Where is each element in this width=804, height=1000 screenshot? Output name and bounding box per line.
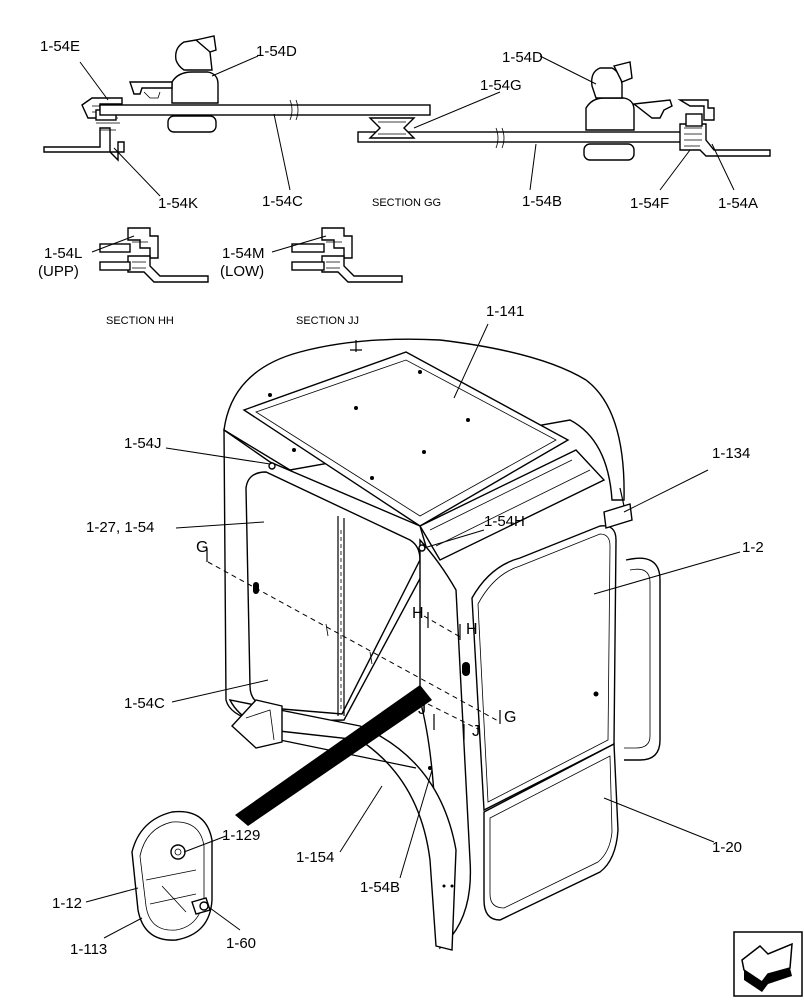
cut-marker-g-right: G xyxy=(504,709,516,726)
label-1-113: 1-113 xyxy=(70,941,107,958)
label-1-54j: 1-54J xyxy=(124,435,162,452)
label-1-54l: 1-54L xyxy=(44,245,82,262)
label-1-154: 1-154 xyxy=(296,849,334,866)
label-upp: (UPP) xyxy=(38,263,79,280)
label-1-20: 1-20 xyxy=(712,839,742,856)
cut-marker-j-right: J xyxy=(472,723,480,740)
label-1-54a: 1-54A xyxy=(718,195,758,212)
cut-marker-g-left: G xyxy=(196,539,208,556)
section-gg-drawing xyxy=(43,35,771,162)
label-1-54d-right: 1-54D xyxy=(502,49,543,66)
section-hh-drawing xyxy=(99,227,209,283)
section-jj-drawing xyxy=(291,227,403,283)
label-1-54b-top: 1-54B xyxy=(522,193,562,210)
label-1-141: 1-141 xyxy=(486,303,524,320)
navigation-arrow-icon[interactable] xyxy=(733,931,803,997)
label-1-2: 1-2 xyxy=(742,539,764,556)
leader-lines xyxy=(79,55,741,939)
label-1-54c-top: 1-54C xyxy=(262,193,303,210)
section-gg-title: SECTION GG xyxy=(372,197,441,209)
label-1-54k: 1-54K xyxy=(158,195,198,212)
part-labels: 1-54E 1-54D 1-54G 1-54D 1-54K 1-54C 1-54… xyxy=(38,38,764,958)
label-1-54e: 1-54E xyxy=(40,38,80,55)
mirror-detail xyxy=(131,685,432,941)
label-1-54f: 1-54F xyxy=(630,195,669,212)
label-1-27-1-54: 1-27, 1-54 xyxy=(86,519,154,536)
cut-marker-j-left: J xyxy=(418,701,426,718)
label-1-60: 1-60 xyxy=(226,935,256,952)
label-1-54c-main: 1-54C xyxy=(124,695,165,712)
label-1-129: 1-129 xyxy=(222,827,260,844)
label-1-54g: 1-54G xyxy=(480,77,522,94)
cab-body-drawing xyxy=(223,338,661,951)
cut-marker-h-left: H xyxy=(412,605,424,622)
section-jj-title: SECTION JJ xyxy=(296,315,359,327)
cut-lines xyxy=(206,548,501,740)
section-hh-title: SECTION HH xyxy=(106,315,174,327)
cut-markers: G G H H J J xyxy=(196,539,516,740)
label-1-12: 1-12 xyxy=(52,895,82,912)
section-titles: SECTION GG SECTION HH SECTION JJ xyxy=(106,197,441,327)
label-1-54m: 1-54M xyxy=(222,245,265,262)
label-1-54b-main: 1-54B xyxy=(360,879,400,896)
label-1-54h: 1-54H xyxy=(484,513,525,530)
label-low: (LOW) xyxy=(220,263,264,280)
cut-marker-h-right: H xyxy=(466,621,478,638)
label-1-54d-left: 1-54D xyxy=(256,43,297,60)
label-1-134: 1-134 xyxy=(712,445,750,462)
